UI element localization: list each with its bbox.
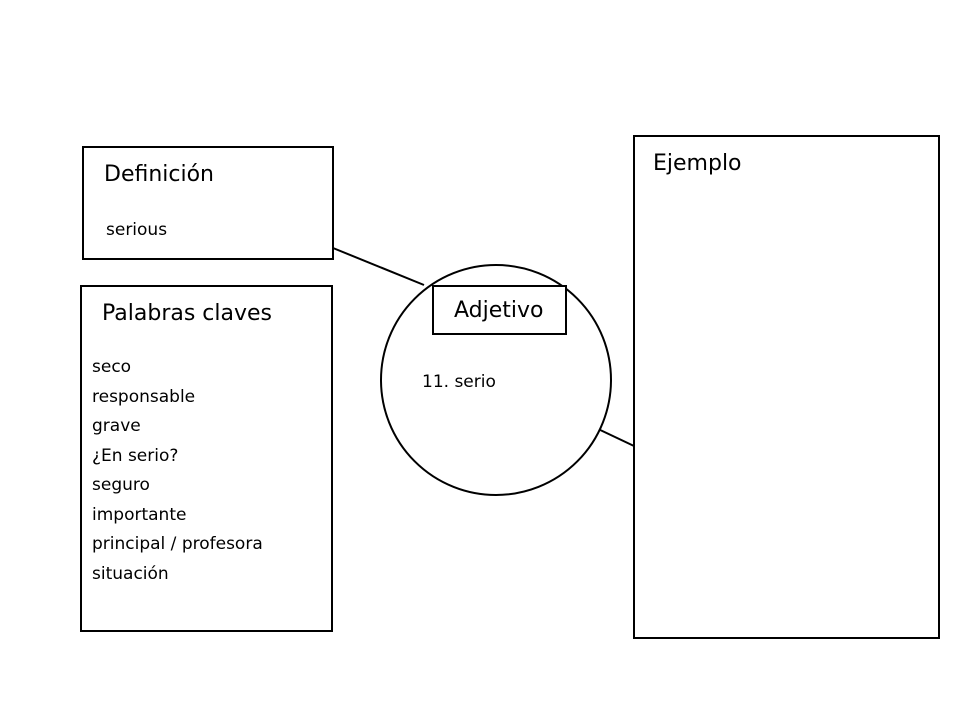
keywords-box: Palabras claves seco responsable grave ¿… [80, 285, 333, 632]
definition-text: serious [106, 220, 168, 240]
definition-box: Definición serious [82, 146, 334, 260]
connector-definition [332, 247, 425, 286]
list-item: situación [92, 563, 169, 584]
list-item: responsable [92, 386, 196, 407]
list-item: importante [92, 504, 187, 525]
list-item: grave [92, 416, 141, 436]
list-item: ¿En serio? [92, 445, 179, 466]
center-word: 11. serio [422, 372, 496, 392]
keywords-list: seco responsable grave ¿En serio? seguro… [92, 353, 263, 589]
keywords-title: Palabras claves [102, 301, 273, 326]
center-label: Adjetivo [454, 298, 544, 323]
connector-example [595, 427, 635, 447]
definition-title: Definición [104, 162, 214, 187]
example-title: Ejemplo [653, 151, 742, 176]
list-item: seguro [92, 475, 150, 495]
example-box: Ejemplo [633, 135, 940, 639]
list-item: seco [92, 357, 132, 377]
center-label-box: Adjetivo [432, 285, 567, 335]
list-item: principal / profesora [92, 534, 263, 554]
